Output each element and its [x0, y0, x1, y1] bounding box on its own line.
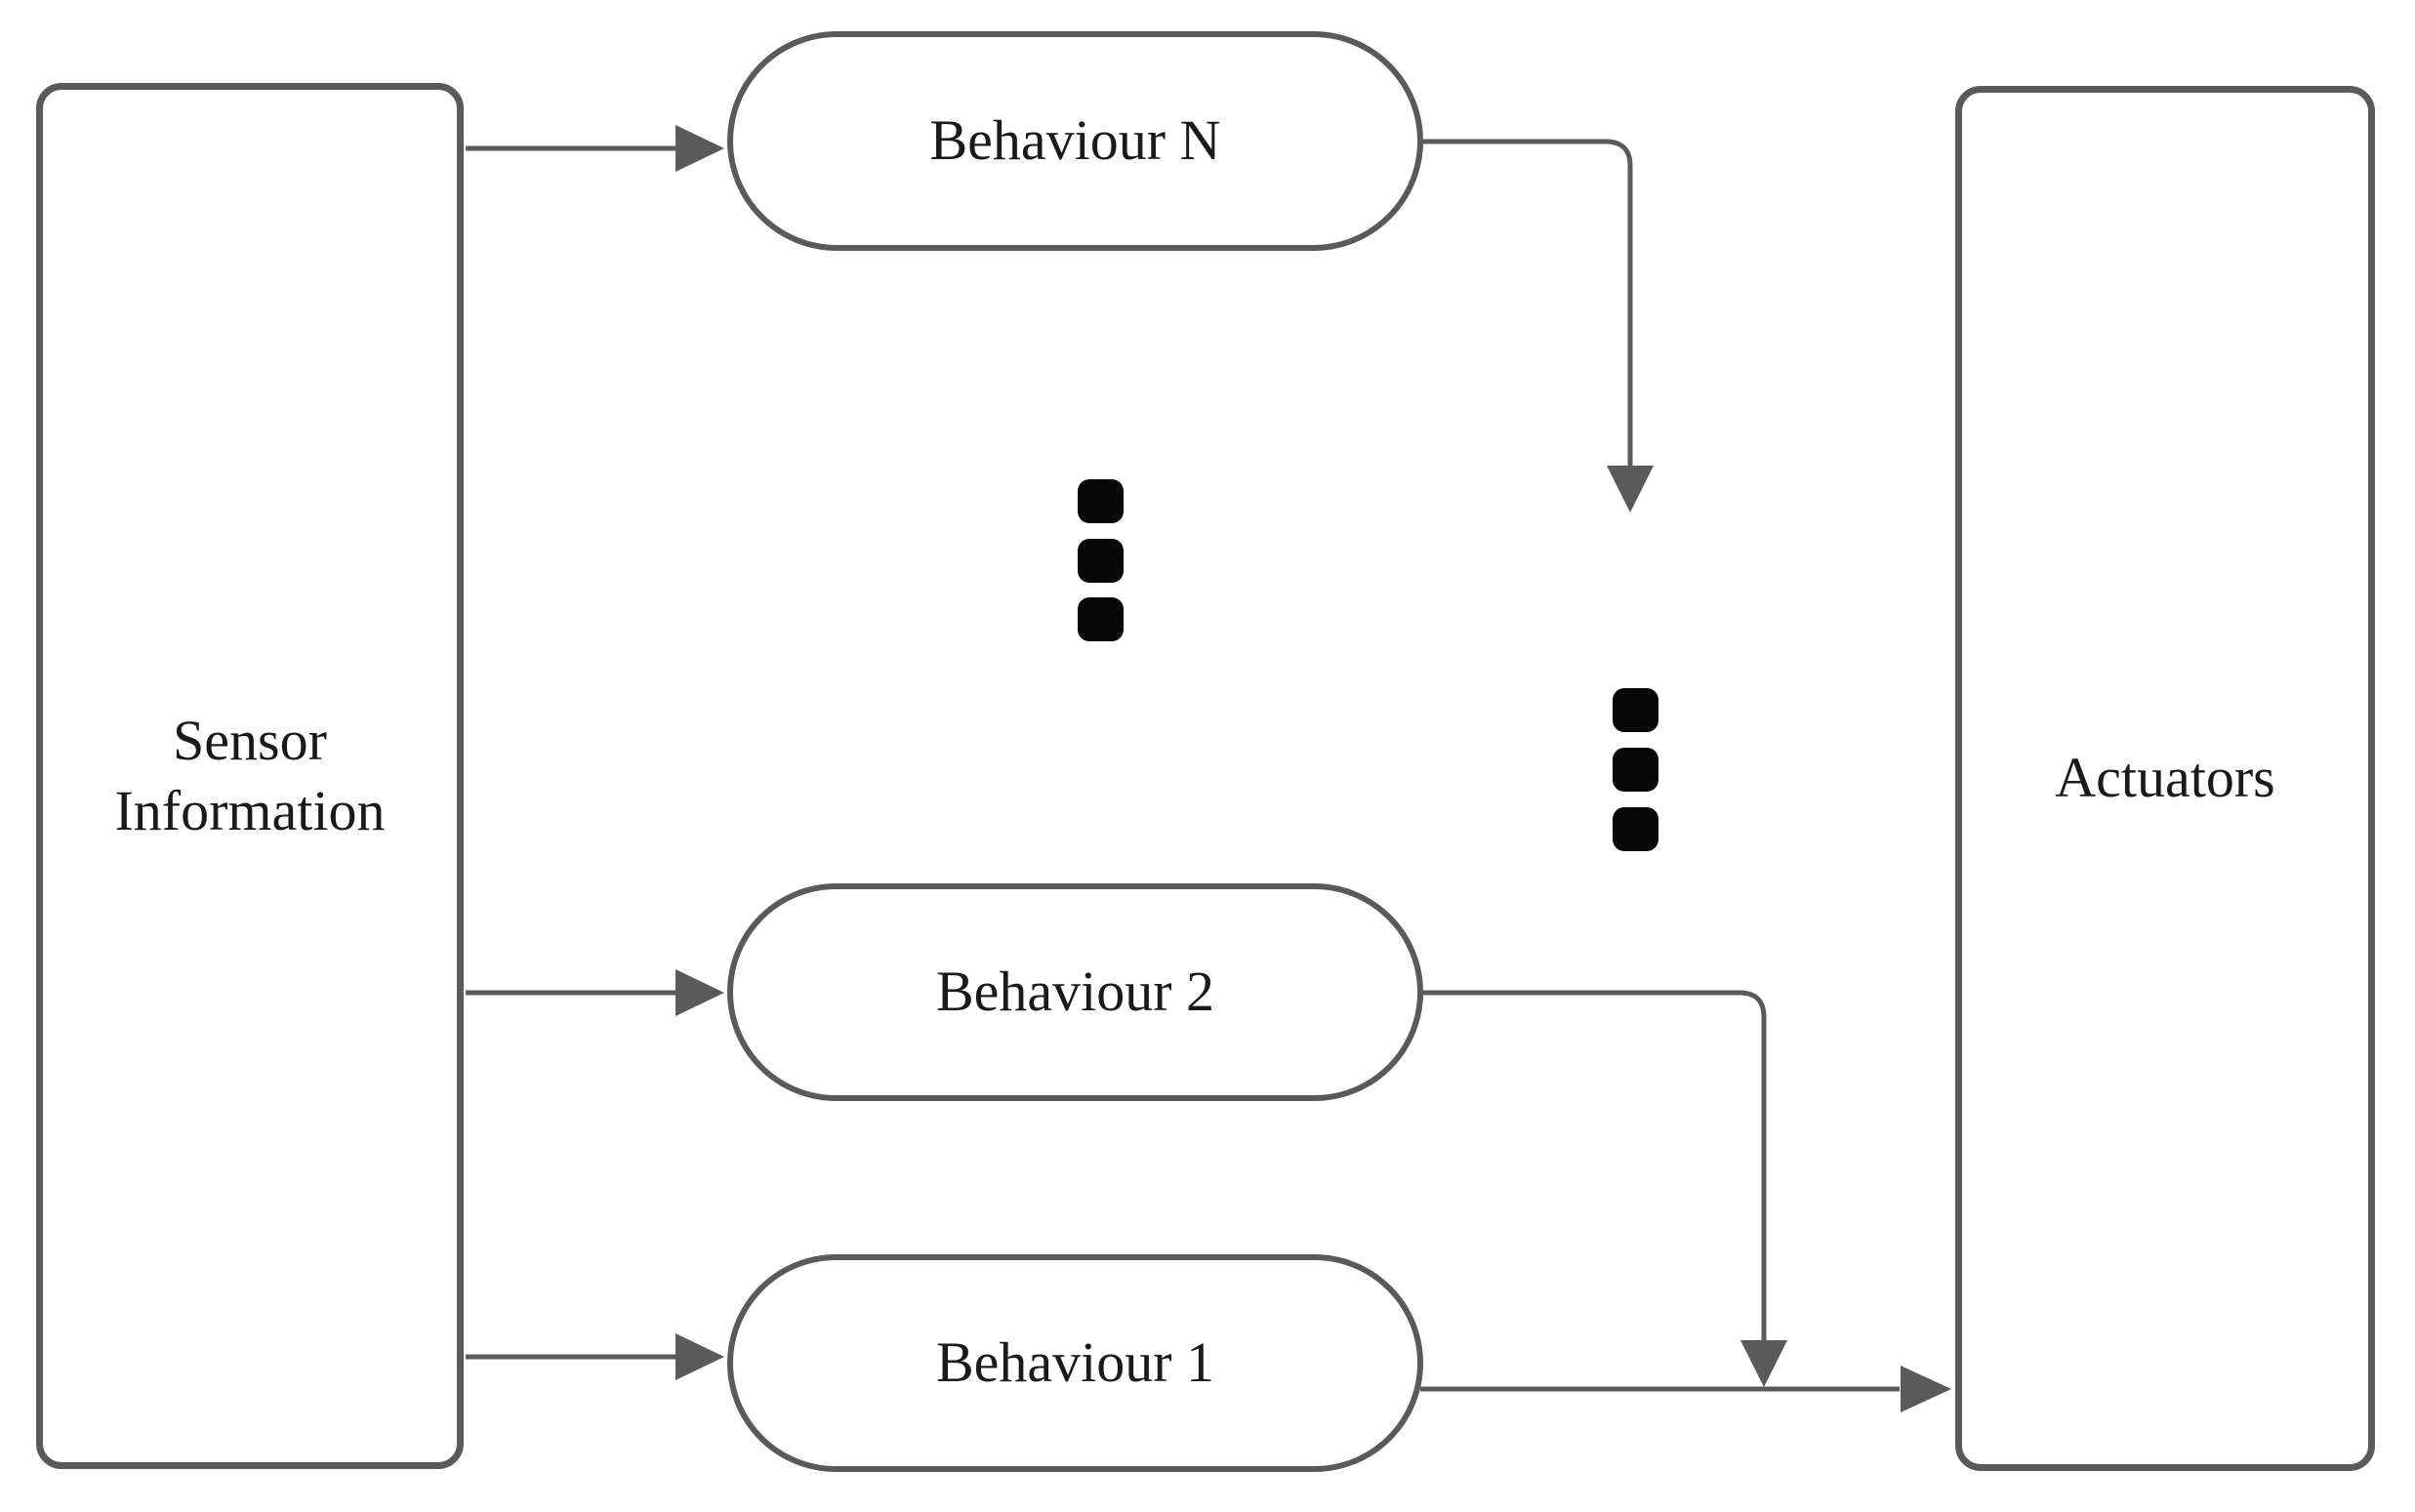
- node-sensor-information: Sensor Information: [36, 83, 464, 1469]
- edge-line: [1420, 139, 1633, 466]
- edge-behaviour-2-merge: [1420, 990, 1787, 1387]
- vertical-ellipsis-left-icon: [1078, 479, 1124, 641]
- actuators-label: Actuators: [2055, 746, 2275, 810]
- edge-behaviour-1-to-actuators: [1420, 1366, 1951, 1412]
- edge-sensor-to-behaviour-1: [466, 1333, 724, 1380]
- ellipsis-dot: [1613, 688, 1658, 732]
- arrowhead-down-icon: [1740, 1340, 1787, 1387]
- ellipsis-dot: [1078, 479, 1124, 523]
- edge-line: [1420, 990, 1767, 1341]
- ellipsis-dot: [1613, 807, 1658, 851]
- node-behaviour-1: Behaviour 1: [727, 1254, 1423, 1472]
- ellipsis-dot: [1613, 748, 1658, 792]
- arrowhead-right-icon: [1901, 1366, 1951, 1412]
- ellipsis-dot: [1078, 597, 1124, 641]
- arrowhead-right-icon: [675, 969, 724, 1016]
- behaviour-1-label: Behaviour 1: [935, 1330, 1215, 1395]
- node-actuators: Actuators: [1955, 86, 2375, 1471]
- arrowhead-right-icon: [675, 1333, 724, 1380]
- arrowhead-down-icon: [1607, 466, 1654, 512]
- sensor-information-label: Sensor Information: [114, 708, 386, 843]
- node-behaviour-2: Behaviour 2: [727, 883, 1423, 1101]
- node-behaviour-n: Behaviour N: [727, 31, 1423, 251]
- behaviour-2-label: Behaviour 2: [935, 960, 1215, 1024]
- vertical-ellipsis-right-icon: [1613, 688, 1658, 851]
- ellipsis-dot: [1078, 539, 1124, 583]
- edge-sensor-to-behaviour-2: [466, 969, 724, 1016]
- edge-behaviour-n-down: [1420, 139, 1654, 512]
- edge-sensor-to-behaviour-n: [466, 125, 724, 172]
- arrowhead-right-icon: [675, 125, 724, 172]
- behaviour-n-label: Behaviour N: [929, 108, 1221, 173]
